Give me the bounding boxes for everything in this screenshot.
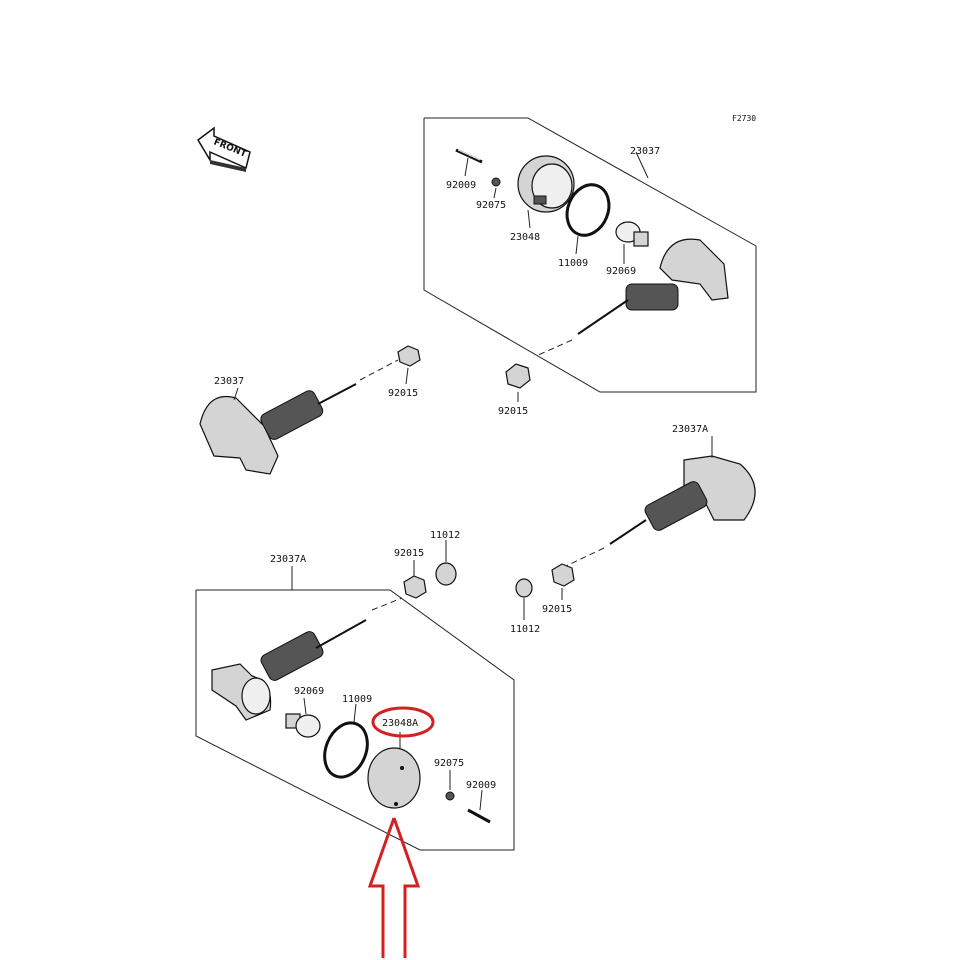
label-92075-bottom: 92075	[434, 758, 464, 769]
label-23037A-right: 23037A	[672, 424, 708, 435]
label-92075: 92075	[476, 200, 506, 211]
washer-92075-bottom-icon	[445, 791, 455, 801]
group-23037A-bottom: 23037A 92069 11009 23048A 92075 92009	[195, 554, 515, 851]
group-23037-top: 23037 92009 92075 23048 11009 92069 9201…	[423, 117, 757, 417]
label-11012-mid: 11012	[430, 530, 460, 541]
highlight-arrow-icon	[367, 817, 421, 958]
label-92069: 92069	[606, 266, 636, 277]
nut-92015-left-icon	[397, 345, 421, 367]
label-92009-bottom: 92009	[466, 780, 496, 791]
label-23048: 23048	[510, 232, 540, 243]
lens-23048-icon	[517, 155, 575, 213]
label-92015: 92015	[498, 406, 528, 417]
nut-92015-icon	[505, 363, 531, 389]
label-23048A-bottom: 23048A	[382, 718, 418, 729]
screw-92009-icon	[455, 148, 483, 164]
label-23037-left: 23037	[214, 376, 244, 387]
label-23037: 23037	[630, 146, 660, 157]
figure-code: F2730	[732, 114, 756, 123]
label-11009: 11009	[558, 258, 588, 269]
label-92069-bottom: 92069	[294, 686, 324, 697]
label-92009: 92009	[446, 180, 476, 191]
label-23037A-bottom: 23037A	[270, 554, 306, 565]
turn-signal-housing-23037-icon	[535, 238, 729, 357]
front-arrow-icon: FRONT	[197, 126, 251, 172]
label-92015-right: 92015	[542, 604, 572, 615]
group-23037-left: 23037 92015	[199, 345, 421, 475]
highlight-circle	[371, 706, 435, 738]
bulb-92069-icon	[615, 221, 649, 247]
collar-11012-mid-icon	[435, 562, 457, 586]
lens-23048A-icon	[367, 747, 421, 809]
collar-11012-right-icon	[515, 578, 533, 598]
highlight-annotation	[367, 706, 435, 958]
group-23037A-right: 23037A 92015 11012	[510, 424, 756, 635]
washer-92075-icon	[491, 177, 501, 187]
nut-92015-right-icon	[551, 563, 575, 587]
gasket-11009-bottom-icon	[323, 721, 369, 779]
nut-92015-mid-icon	[403, 575, 427, 599]
turn-signal-assembly-23037A-icon	[565, 455, 756, 567]
bulb-92069-bottom-icon	[285, 713, 321, 738]
label-11012-right: 11012	[510, 624, 540, 635]
label-92015-left: 92015	[388, 388, 418, 399]
screw-92009-bottom-icon	[467, 808, 491, 824]
label-92015-mid: 92015	[394, 548, 424, 559]
gasket-11009-icon	[565, 183, 611, 237]
turn-signal-assembly-23037-icon	[199, 359, 399, 475]
group-mid-hardware: 92015 11012	[394, 530, 460, 599]
label-11009-bottom: 11009	[342, 694, 372, 705]
turn-signal-housing-23037A-icon	[211, 619, 367, 721]
